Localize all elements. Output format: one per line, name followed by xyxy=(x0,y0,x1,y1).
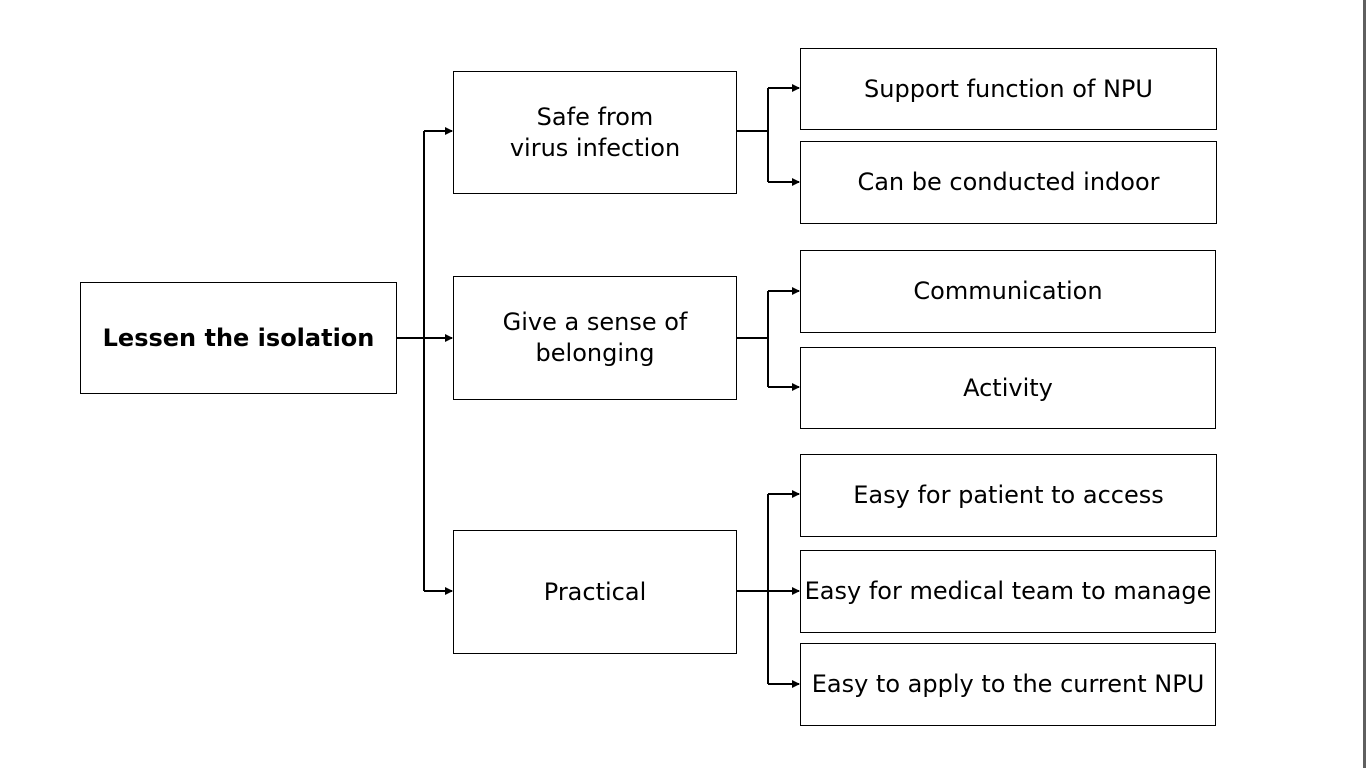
leaf-node-label: Easy to apply to the current NPU xyxy=(811,670,1205,698)
leaf-node-apply-current-npu: Easy to apply to the current NPU xyxy=(800,643,1216,726)
leaf-node-activity: Activity xyxy=(800,347,1216,429)
leaf-node-label: Can be conducted indoor xyxy=(857,168,1160,196)
leaf-node-patient-access: Easy for patient to access xyxy=(800,454,1217,537)
branch-node-label: Safe from virus infection xyxy=(509,102,681,162)
root-node: Lessen the isolation xyxy=(80,282,397,394)
leaf-node-label: Easy for medical team to manage xyxy=(804,577,1212,605)
leaf-node-support-function: Support function of NPU xyxy=(800,48,1217,130)
leaf-node-label: Easy for patient to access xyxy=(853,481,1164,509)
leaf-node-label: Activity xyxy=(963,373,1053,402)
root-node-label: Lessen the isolation xyxy=(102,323,375,352)
leaf-node-label: Communication xyxy=(913,277,1103,305)
leaf-node-communication: Communication xyxy=(800,250,1216,333)
branch-node-safe-from-virus: Safe from virus infection xyxy=(453,71,737,194)
leaf-node-conducted-indoor: Can be conducted indoor xyxy=(800,141,1217,224)
branch-node-label: Practical xyxy=(543,577,647,606)
branch-node-practical: Practical xyxy=(453,530,737,654)
branch-node-label: Give a sense of belonging xyxy=(502,308,688,367)
leaf-node-medical-team-manage: Easy for medical team to manage xyxy=(800,550,1216,633)
branch-node-sense-of-belonging: Give a sense of belonging xyxy=(453,276,737,400)
leaf-node-label: Support function of NPU xyxy=(864,74,1153,103)
window-edge-divider xyxy=(1363,0,1366,768)
